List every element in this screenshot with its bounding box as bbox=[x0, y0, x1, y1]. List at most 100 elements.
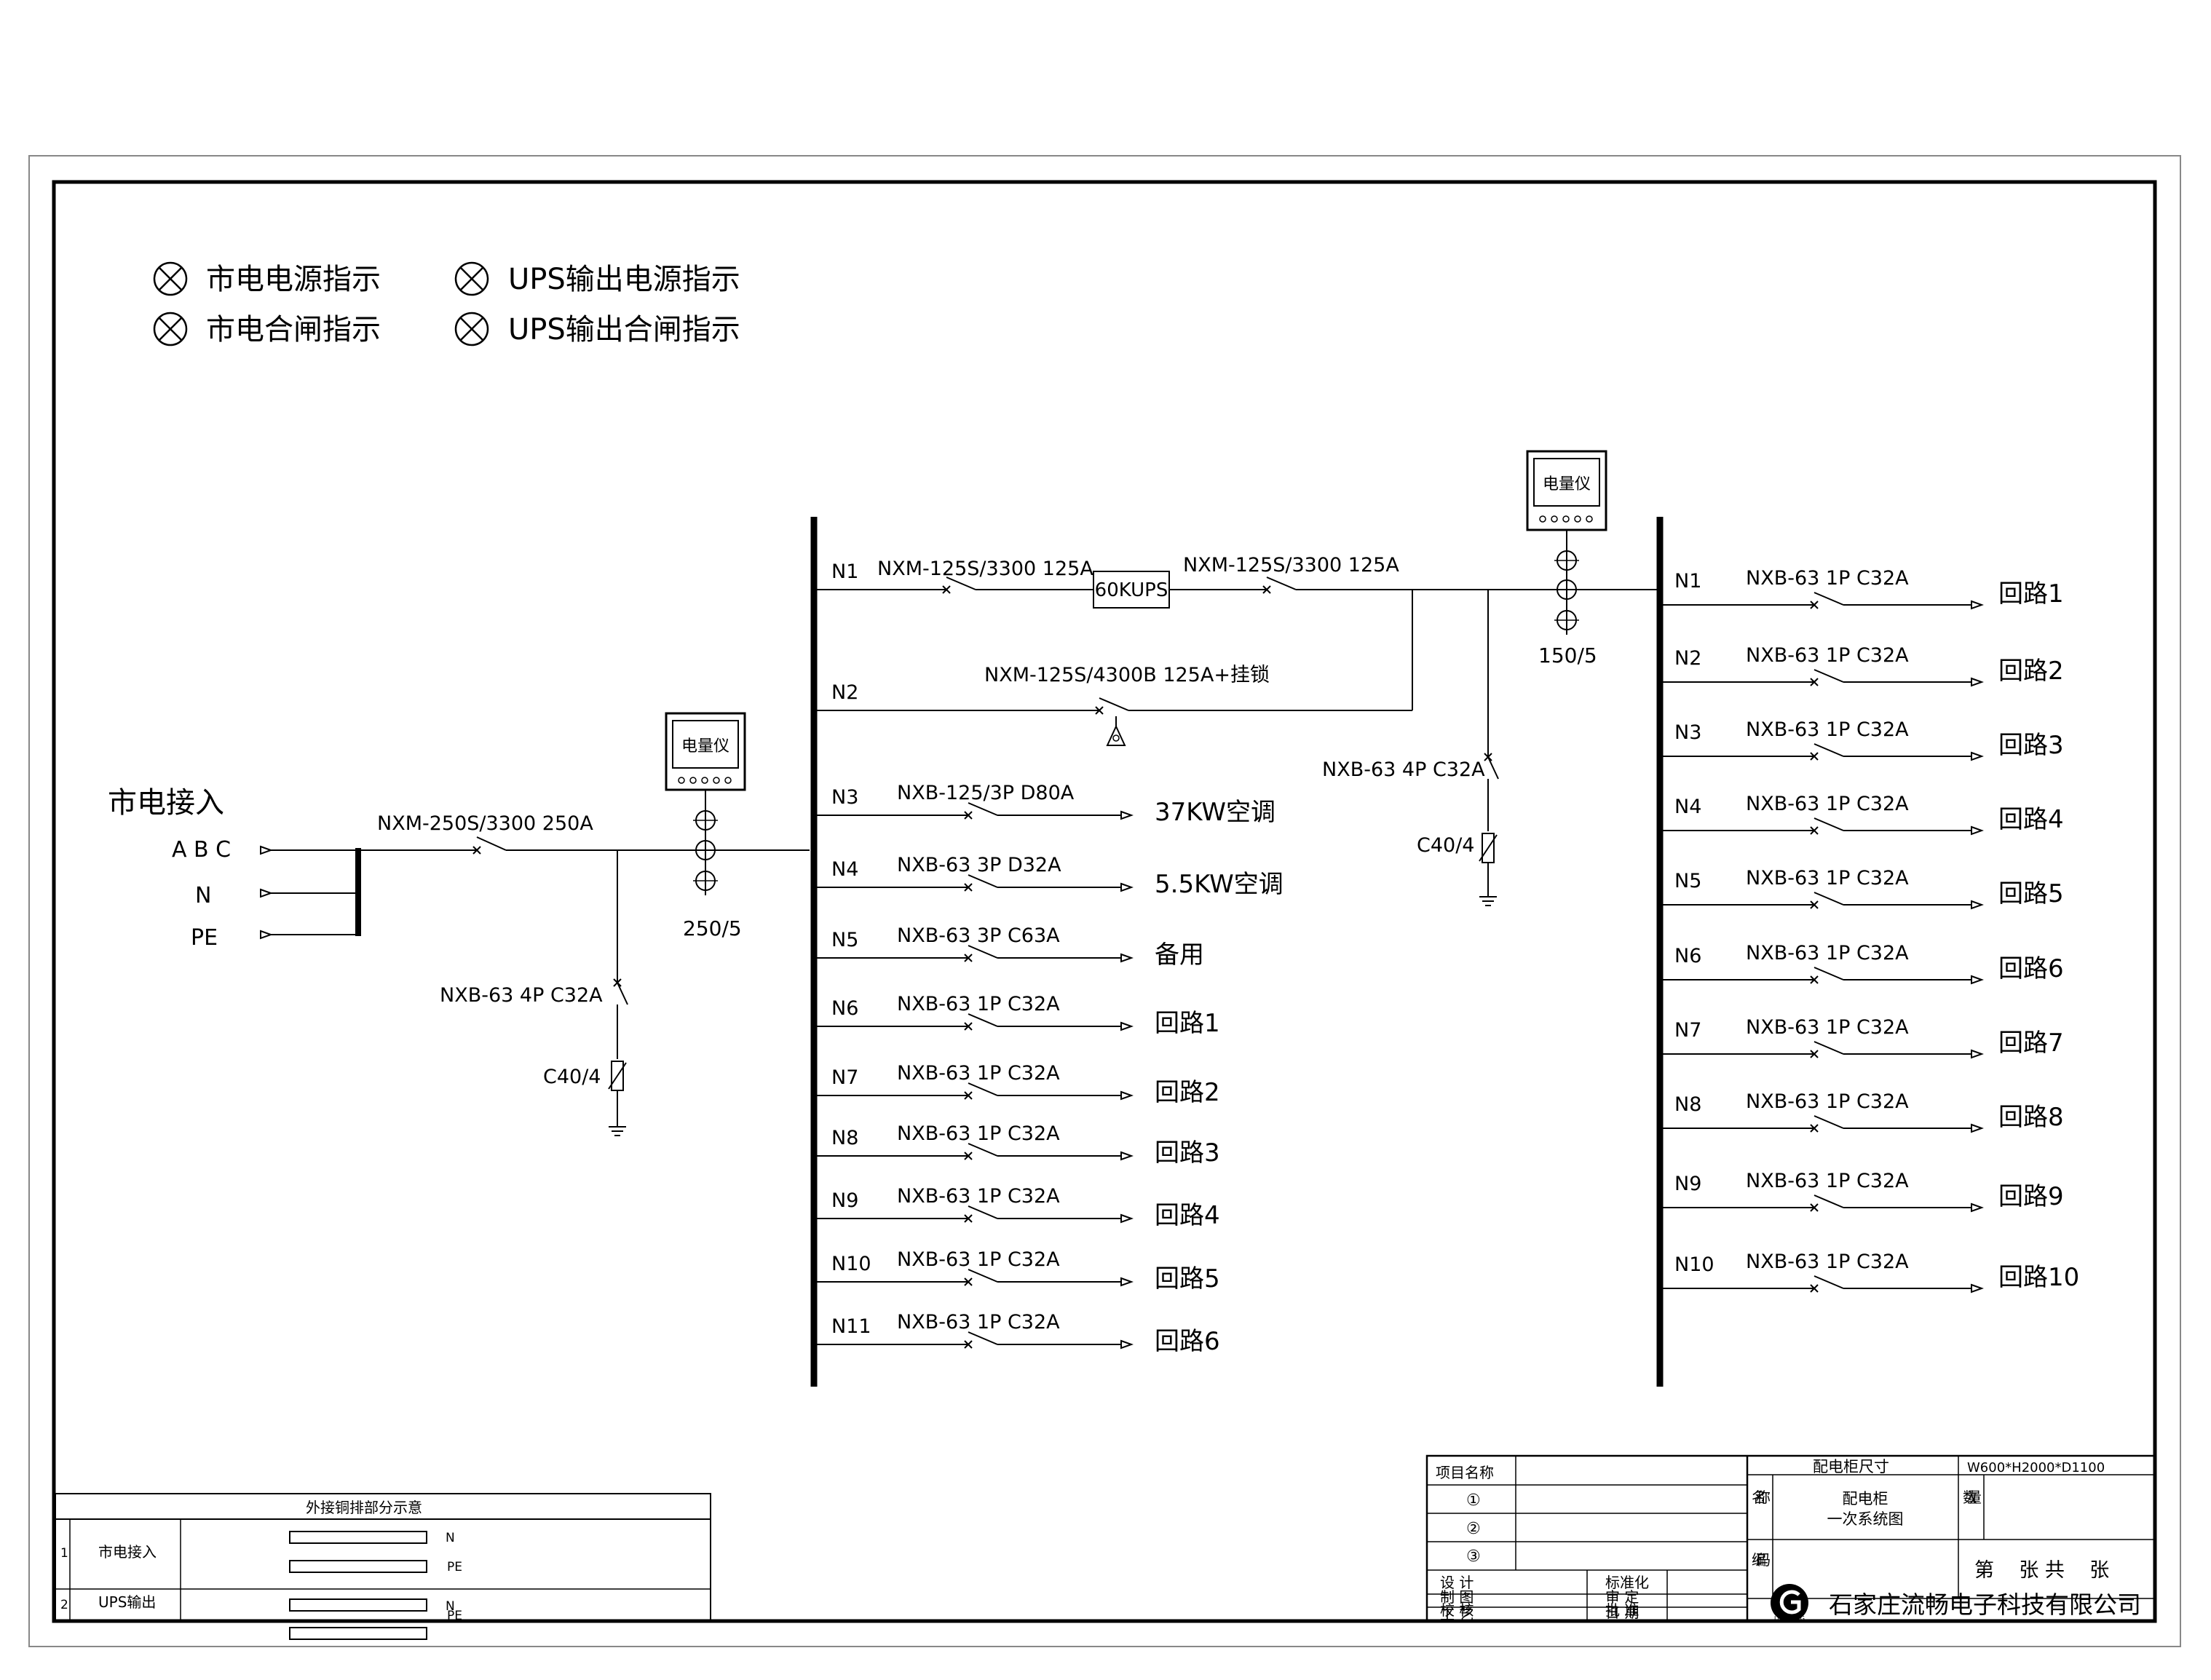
terminal-arrow-icon bbox=[1120, 1021, 1134, 1031]
terminal-arrow-icon bbox=[1971, 600, 1984, 610]
breaker-icon bbox=[1810, 1275, 1844, 1293]
name-label: 名称 bbox=[1752, 1489, 1771, 1506]
breaker-label: NXB-63 1P C32A bbox=[897, 1311, 1060, 1334]
breaker-icon bbox=[1810, 1041, 1844, 1058]
breaker-icon bbox=[1810, 967, 1844, 984]
qty-label: 数量 bbox=[1963, 1489, 1982, 1506]
breaker-icon bbox=[964, 1205, 998, 1223]
circuit-number: N1 bbox=[1674, 570, 1701, 593]
breaker-label: NXB-63 3P C63A bbox=[897, 924, 1060, 947]
sig-approve: 批 准 bbox=[1605, 1601, 1639, 1619]
breaker-label: NXB-63 3P D32A bbox=[897, 854, 1061, 876]
load-label: 回路2 bbox=[1998, 657, 2064, 686]
current-transformer-icon bbox=[1554, 550, 1579, 630]
ups-out-breaker-label: NXM-125S/3300 125A bbox=[1183, 554, 1399, 576]
load-label: 回路3 bbox=[1998, 731, 2064, 760]
circuit-number: N8 bbox=[831, 1127, 858, 1149]
circuit-number: N8 bbox=[1674, 1093, 1701, 1116]
surge-protector-icon bbox=[608, 1061, 627, 1091]
power-meter: 电量仪 bbox=[1526, 450, 1607, 531]
busbar-row-name: UPS输出 bbox=[98, 1593, 156, 1611]
terminal-arrow-icon bbox=[1971, 751, 1984, 761]
load-label: 回路8 bbox=[1998, 1103, 2064, 1132]
breaker-icon bbox=[1810, 1194, 1844, 1212]
indicator-label: UPS输出合闸指示 bbox=[508, 313, 740, 346]
breaker-icon bbox=[1810, 892, 1844, 909]
code-label: 编码 bbox=[1752, 1551, 1771, 1569]
breaker-label: NXM-125S/3300 125A bbox=[877, 558, 1093, 580]
project-name-label: 项目名称 bbox=[1436, 1464, 1494, 1481]
load-label: 回路4 bbox=[1155, 1201, 1220, 1230]
indicator-label: UPS输出电源指示 bbox=[508, 263, 740, 296]
breaker-icon bbox=[964, 1013, 998, 1031]
name-value-2: 一次系统图 bbox=[1827, 1510, 1904, 1528]
circuit-number: N1 bbox=[831, 560, 858, 583]
inner-border bbox=[52, 180, 2157, 1623]
feeder-circuit: N8 NXB-63 1P C32A 回路8 bbox=[1663, 1090, 2064, 1133]
breaker-icon bbox=[1484, 753, 1499, 780]
breaker-icon bbox=[942, 576, 976, 594]
terminal-arrow-icon bbox=[1120, 1339, 1134, 1350]
indicator-lamp-icon bbox=[153, 312, 188, 346]
terminal-arrow-icon bbox=[1971, 1123, 1984, 1133]
load-label: 回路1 bbox=[1155, 1009, 1220, 1038]
circuit-number: N6 bbox=[1674, 945, 1701, 967]
project-item-1: ① bbox=[1466, 1491, 1481, 1510]
terminal-arrow-icon bbox=[1120, 953, 1134, 963]
breaker-label: NXB-63 1P C32A bbox=[1746, 1016, 1909, 1039]
sig-design: 设 计 bbox=[1440, 1574, 1474, 1591]
breaker-label: NXB-63 1P C32A bbox=[897, 1185, 1060, 1208]
breaker-label: NXB-125/3P D80A bbox=[897, 782, 1075, 804]
circuit-number: N7 bbox=[831, 1066, 858, 1089]
circuit-number: N10 bbox=[1674, 1253, 1714, 1276]
cabinet-size-label: 配电柜尺寸 bbox=[1813, 1458, 1889, 1475]
ground-icon bbox=[1479, 896, 1497, 906]
circuit-number: N6 bbox=[831, 997, 858, 1020]
sheet-count: 第 张 共 张 bbox=[1974, 1559, 2109, 1582]
indicator-lamp-icon bbox=[454, 261, 489, 296]
phase-label-abc: A B C bbox=[172, 837, 231, 863]
power-meter: 电量仪 bbox=[665, 712, 746, 791]
ups-spd-label: C40/4 bbox=[1417, 834, 1474, 857]
circuit-number: N11 bbox=[831, 1315, 871, 1338]
circuit-number: N10 bbox=[831, 1253, 871, 1275]
breaker-icon bbox=[964, 874, 998, 892]
ups-unit: 60KUPS bbox=[1093, 571, 1170, 609]
breaker-icon bbox=[1810, 669, 1844, 686]
breaker-icon bbox=[964, 1331, 998, 1349]
ups-label: 60KUPS bbox=[1095, 579, 1168, 601]
circuit-number: N2 bbox=[831, 681, 858, 704]
busbar-row-no: 2 bbox=[60, 1598, 68, 1612]
terminal-arrow-icon bbox=[1971, 975, 1984, 985]
indicator-lamp-icon bbox=[454, 312, 489, 346]
current-transformer-icon bbox=[693, 810, 718, 891]
breaker-label: NXB-63 1P C32A bbox=[897, 1062, 1060, 1085]
name-value-1: 配电柜 bbox=[1843, 1490, 1888, 1507]
circuit-number: N9 bbox=[831, 1189, 858, 1212]
busbar-table: 外接铜排部分示意 1 市电接入 N PE 2 UPS输出 N PE bbox=[55, 1493, 711, 1640]
main-breaker-label: NXM-250S/3300 250A bbox=[377, 812, 593, 835]
indicator-lamp-icon bbox=[153, 261, 188, 296]
busbar-n-label: N bbox=[446, 1599, 455, 1614]
meter-label: 电量仪 bbox=[681, 737, 729, 756]
breaker-icon bbox=[1262, 576, 1297, 594]
circuit-number: N5 bbox=[1674, 870, 1701, 892]
busbar-row-no: 1 bbox=[60, 1546, 68, 1561]
load-label: 回路5 bbox=[1155, 1264, 1220, 1293]
load-label: 回路6 bbox=[1998, 954, 2064, 983]
breaker-label: NXB-63 1P C32A bbox=[1746, 1251, 1909, 1273]
terminal-arrow-icon bbox=[1971, 825, 1984, 836]
breaker-icon bbox=[964, 1143, 998, 1160]
terminal-arrow-icon bbox=[1971, 1049, 1984, 1059]
padlock-icon bbox=[1106, 716, 1126, 746]
breaker-label: NXB-63 1P C32A bbox=[1746, 1090, 1909, 1113]
